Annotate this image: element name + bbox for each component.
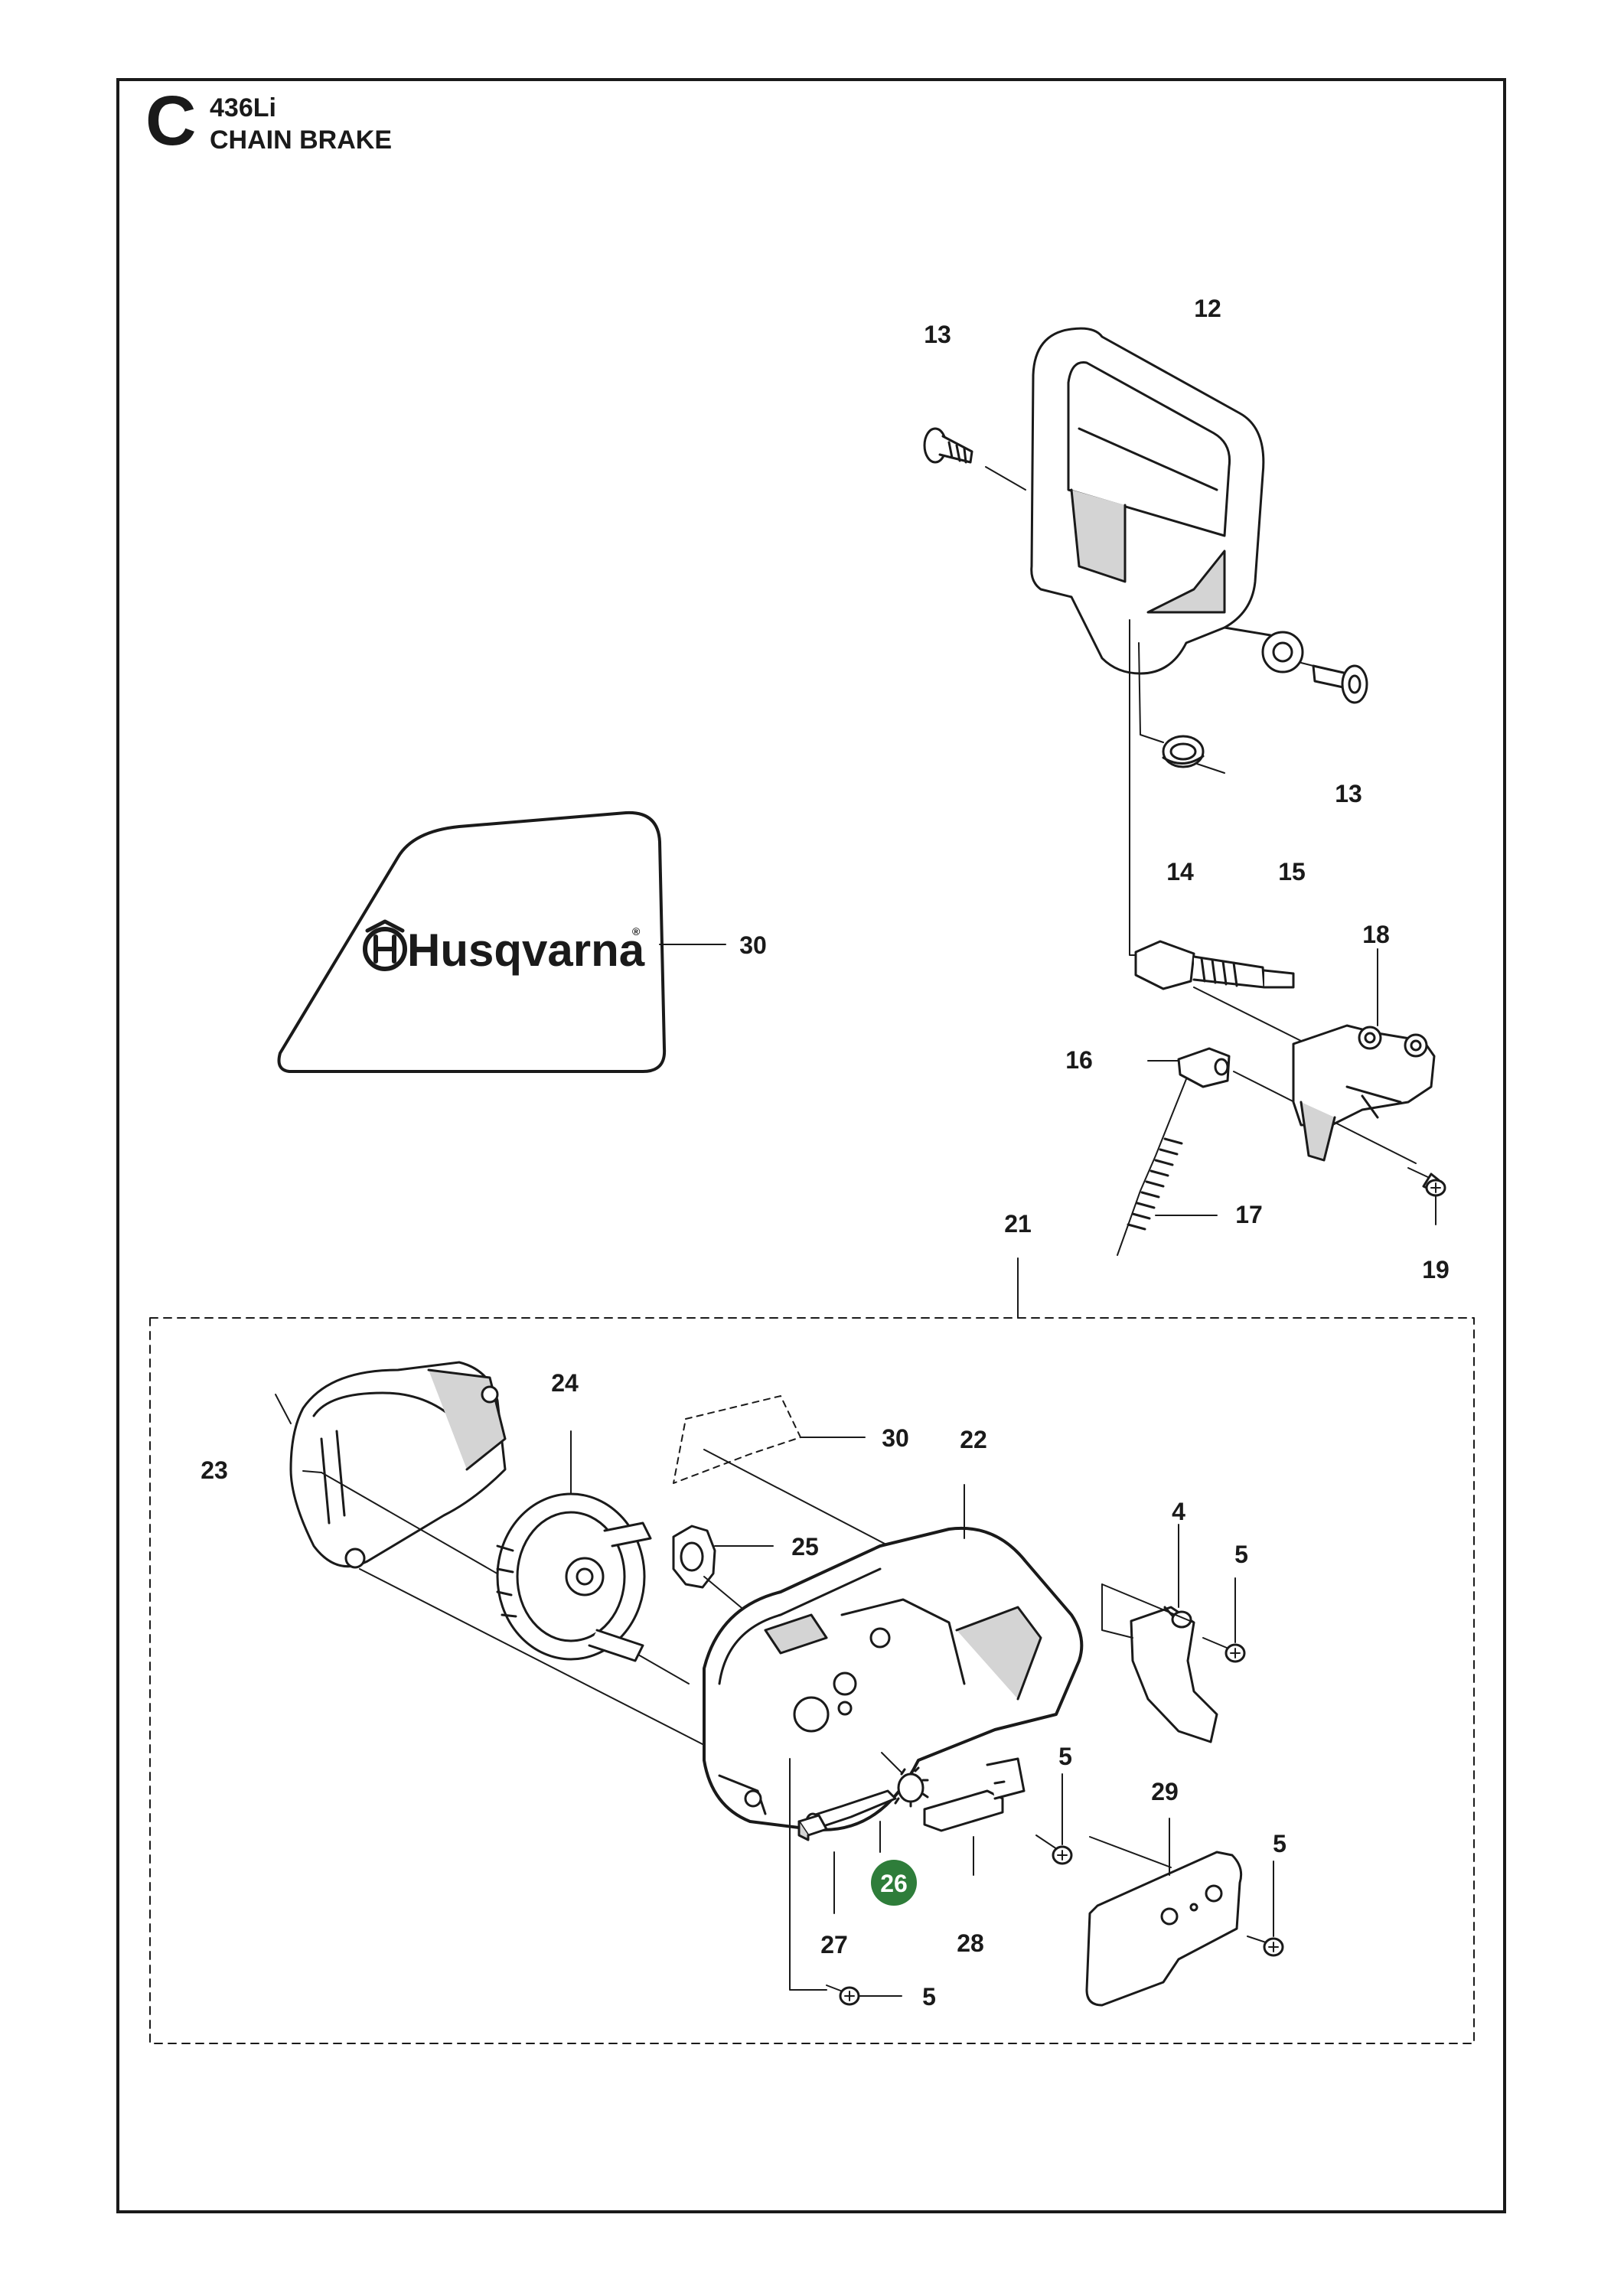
brake-bracket-part-18 <box>1292 948 1436 1162</box>
kit-boundary-part-21 <box>149 1317 1475 2044</box>
callout-23: 23 <box>201 1456 228 1484</box>
callout-27: 27 <box>820 1931 848 1958</box>
screw-part-5-right-lower <box>1247 1861 1284 1957</box>
model-label: 436Li <box>210 93 276 122</box>
callout-26-highlight[interactable]: 26 <box>871 1860 917 1906</box>
brake-band-part-24 <box>496 1430 652 1662</box>
callout-30-decal: 30 <box>739 931 767 959</box>
callout-15: 15 <box>1278 858 1306 885</box>
spring-part-14 <box>1162 735 1225 774</box>
callout-29: 29 <box>1151 1778 1179 1805</box>
pin-part-15 <box>1134 940 1302 1042</box>
screw-part-5-bottom <box>789 1758 902 2006</box>
registered-mark: ® <box>632 925 641 938</box>
callout-5-right-lower: 5 <box>1273 1830 1286 1857</box>
callout-30-kit: 30 <box>882 1424 909 1452</box>
callout-12: 12 <box>1194 295 1221 322</box>
screw-part-5-middle <box>1035 1773 1073 1865</box>
screw-part-13-upper <box>923 427 1026 491</box>
screw-part-5-right-upper <box>1202 1577 1246 1663</box>
callout-14: 14 <box>1166 858 1194 885</box>
callout-24: 24 <box>551 1369 579 1397</box>
callout-26: 26 <box>880 1870 908 1897</box>
callout-13-lower: 13 <box>1335 780 1362 807</box>
callout-18: 18 <box>1362 921 1390 948</box>
block-part-27 <box>797 1814 835 1914</box>
screw-part-13-lower <box>1300 662 1368 704</box>
callout-5-right-upper: 5 <box>1234 1541 1248 1568</box>
callout-25: 25 <box>791 1533 819 1561</box>
decal-part-30: Husqvarna ® <box>277 810 726 1073</box>
callout-22: 22 <box>960 1426 987 1453</box>
callout-16: 16 <box>1065 1046 1093 1074</box>
decal-outline-part-30 <box>673 1395 919 1562</box>
lever-part-28 <box>923 1757 1026 1876</box>
cover-plate-part-29 <box>1085 1818 1243 2007</box>
cover-part-23 <box>275 1361 705 1746</box>
decal-brand-text: Husqvarna <box>407 925 645 976</box>
spring-part-17 <box>1117 1078 1218 1256</box>
callout-21: 21 <box>1004 1210 1032 1238</box>
screw-part-19 <box>1407 1167 1446 1225</box>
hand-guard-part-12 <box>1030 327 1304 675</box>
callout-5-middle: 5 <box>1058 1743 1072 1770</box>
shaft-part-26 <box>805 1752 929 1853</box>
callout-19: 19 <box>1422 1256 1450 1283</box>
page-title: CHAIN BRAKE <box>210 126 392 155</box>
knob-part-25 <box>672 1525 774 1616</box>
callout-13-upper: 13 <box>924 321 951 348</box>
husqvarna-logo-icon <box>363 919 407 971</box>
callout-4: 4 <box>1172 1498 1185 1525</box>
callout-5-bottom: 5 <box>922 1983 936 2011</box>
callout-17: 17 <box>1235 1201 1263 1228</box>
guard-part-4 <box>1101 1524 1218 1743</box>
section-letter: C <box>145 82 197 160</box>
callout-28: 28 <box>957 1929 984 1957</box>
clutch-cover-part-22 <box>703 1484 1084 1831</box>
page-frame <box>116 78 1506 2213</box>
